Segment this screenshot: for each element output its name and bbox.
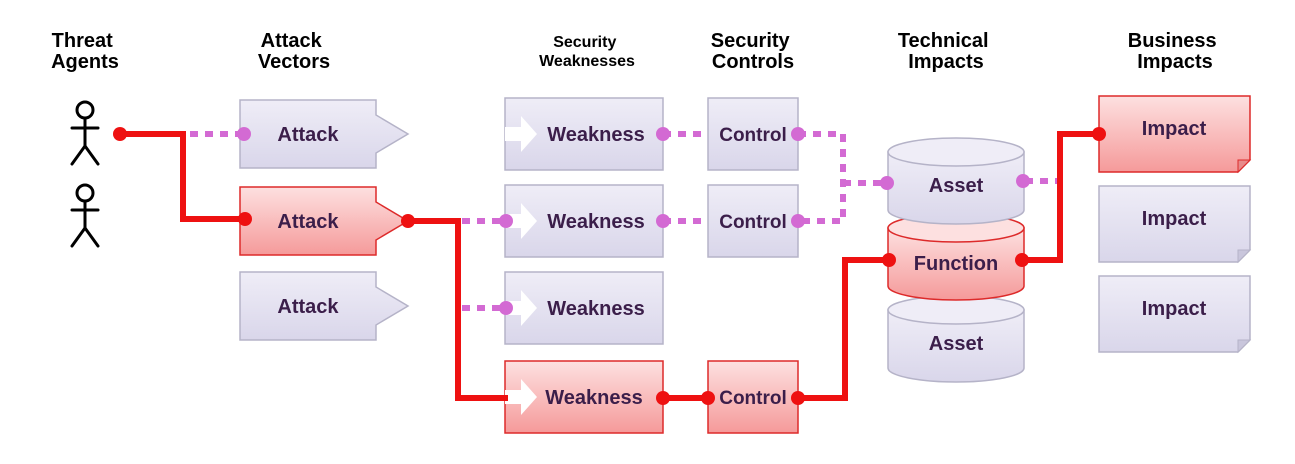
potential-paths [190,131,1060,311]
active-node [1092,127,1106,141]
business-impacts: Impact Impact Impact [1098,95,1252,354]
potential-node [656,127,670,141]
weakness-box-2[interactable]: Weakness [504,184,664,258]
attack-label: Attack [277,124,339,146]
control-label: Control [719,212,787,233]
security-controls: Control Control Control [707,97,799,434]
attack-vector-3[interactable]: Attack [239,271,410,341]
path-function-to-impact [1022,131,1099,263]
path-control-3-to-function [798,257,889,401]
header-security-weaknesses: Security Weaknesses [539,34,635,70]
control-box-1[interactable]: Control [707,97,799,171]
potential-node [499,214,513,228]
active-node [113,127,127,141]
potential-node [1016,174,1030,188]
header-technical-impacts: Technical Impacts [898,30,994,73]
header-attack-vectors: Attack Vectors [258,30,330,73]
active-node [791,391,805,405]
function-label: Function [914,253,998,275]
active-attack-path [120,131,1099,401]
asset-cylinder-top[interactable]: Asset [887,137,1025,225]
control-box-3[interactable]: Control [707,360,799,434]
weakness-label: Weakness [547,298,644,320]
potential-node [791,127,805,141]
threat-agent-1-icon [70,100,100,166]
control-box-2[interactable]: Control [707,184,799,258]
attack-vector-1[interactable]: Attack [239,99,410,169]
asset-label: Asset [929,175,984,197]
active-node [401,214,415,228]
potential-node [656,214,670,228]
potential-node [499,301,513,315]
attack-vectors: Attack Attack Attack [239,99,410,341]
header-business-impacts: Business Impacts [1128,30,1223,73]
active-node [701,391,715,405]
attack-vector-2[interactable]: Attack [239,186,410,256]
arrow-icon [505,290,537,326]
security-weaknesses: Weakness Weakness Weakness Weakness [504,97,664,434]
active-node [656,391,670,405]
arrow-icon [505,203,537,239]
impact-label: Impact [1142,118,1207,140]
asset-cylinder-bottom[interactable]: Asset [887,295,1025,383]
impact-label: Impact [1142,298,1207,320]
column-headers: Threat Agents Attack Vectors Security We… [51,30,1223,73]
weakness-box-1[interactable]: Weakness [504,97,664,171]
header-security-controls: Security Controls [711,30,796,73]
weakness-box-4[interactable]: Weakness [504,360,664,434]
weakness-label: Weakness [547,211,644,233]
threat-agent-2-icon [70,183,100,248]
impact-note-2[interactable]: Impact [1098,185,1252,264]
connection-dots [113,127,1106,405]
technical-impacts: Asset Function Asset [887,137,1025,383]
function-cylinder[interactable]: Function [887,213,1025,301]
active-node [238,212,252,226]
attack-label: Attack [277,296,339,318]
control-label: Control [719,388,787,409]
attack-label: Attack [277,211,339,233]
weakness-label: Weakness [547,124,644,146]
weakness-label: Weakness [545,387,642,409]
potential-node [791,214,805,228]
arrow-icon [505,379,537,415]
header-threat-agents: Threat Agents [51,30,119,73]
potential-node [880,176,894,190]
path-controls-to-asset [798,131,846,224]
impact-label: Impact [1142,208,1207,230]
control-label: Control [719,125,787,146]
impact-note-3[interactable]: Impact [1098,275,1252,354]
asset-label: Asset [929,333,984,355]
active-node [1015,253,1029,267]
weakness-box-3[interactable]: Weakness [504,271,664,345]
path-attack-2-to-weakness-4 [408,218,508,401]
path-agent-to-attack-2 [120,131,245,222]
arrow-icon [505,116,537,152]
active-node [882,253,896,267]
impact-note-1[interactable]: Impact [1098,95,1252,174]
potential-node [237,127,251,141]
